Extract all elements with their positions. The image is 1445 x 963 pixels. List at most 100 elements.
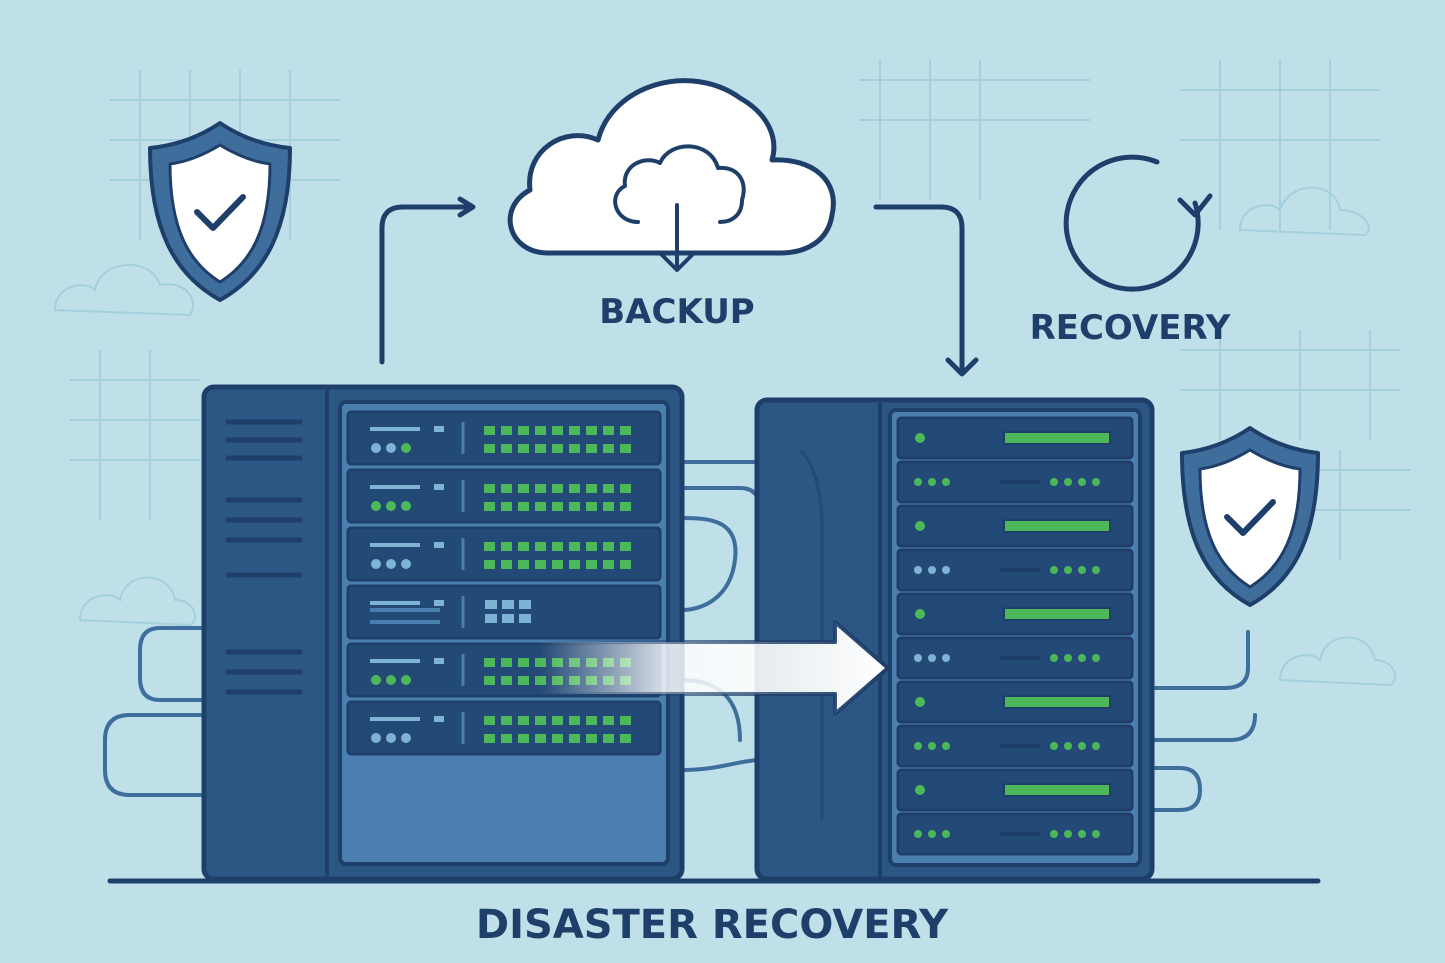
- status-led: [552, 502, 563, 511]
- status-led: [603, 426, 614, 435]
- recovery-server-rack: [754, 397, 1155, 882]
- server-unit: [896, 812, 1134, 856]
- status-led: [401, 733, 411, 743]
- backup-label: BACKUP: [599, 292, 754, 332]
- status-led: [1092, 742, 1100, 750]
- status-led: [586, 542, 597, 551]
- status-led: [484, 502, 495, 511]
- server-unit: [896, 592, 1134, 636]
- status-led: [1078, 478, 1086, 486]
- status-led: [518, 484, 529, 493]
- status-led: [518, 542, 529, 551]
- status-led: [914, 742, 922, 750]
- status-led: [386, 675, 396, 685]
- refresh-icon: [1063, 154, 1213, 292]
- status-led: [1050, 742, 1058, 750]
- status-led: [518, 502, 529, 511]
- status-led: [620, 484, 631, 493]
- status-led: [371, 675, 381, 685]
- status-led: [586, 426, 597, 435]
- status-led: [620, 502, 631, 511]
- status-led: [518, 560, 529, 569]
- status-led: [603, 560, 614, 569]
- status-led: [914, 654, 922, 662]
- status-led: [569, 444, 580, 453]
- status-led: [1078, 654, 1086, 662]
- status-led: [603, 502, 614, 511]
- status-led: [484, 560, 495, 569]
- status-led: [928, 478, 936, 486]
- status-led: [942, 566, 950, 574]
- status-led: [569, 484, 580, 493]
- status-led: [620, 716, 631, 725]
- status-led: [1050, 830, 1058, 838]
- status-led: [386, 443, 396, 453]
- status-led: [586, 502, 597, 511]
- status-led: [915, 521, 925, 531]
- status-led: [1092, 654, 1100, 662]
- status-led: [1092, 478, 1100, 486]
- status-led: [552, 734, 563, 743]
- status-led: [1078, 566, 1086, 574]
- primary-server-rack: [201, 384, 685, 882]
- status-led: [401, 501, 411, 511]
- status-led: [535, 484, 546, 493]
- status-led: [620, 560, 631, 569]
- status-led: [484, 676, 495, 685]
- status-led: [552, 542, 563, 551]
- shield-check-icon: [1180, 426, 1320, 607]
- server-unit: [896, 724, 1134, 768]
- status-led: [552, 484, 563, 493]
- status-led: [586, 444, 597, 453]
- status-led: [501, 560, 512, 569]
- status-led: [586, 560, 597, 569]
- status-led: [620, 426, 631, 435]
- status-led: [1050, 566, 1058, 574]
- status-led: [401, 559, 411, 569]
- status-led: [942, 830, 950, 838]
- status-led: [501, 716, 512, 725]
- backup-flow-arrow: [379, 196, 476, 365]
- status-led: [586, 734, 597, 743]
- status-led: [1064, 654, 1072, 662]
- recovery-flow-arrow: [873, 204, 979, 377]
- status-led: [501, 426, 512, 435]
- server-unit: [896, 460, 1134, 504]
- status-led: [485, 600, 497, 609]
- status-led: [586, 716, 597, 725]
- status-led: [484, 716, 495, 725]
- status-led: [1064, 478, 1072, 486]
- status-led: [928, 566, 936, 574]
- status-bar: [1003, 607, 1111, 621]
- status-led: [501, 542, 512, 551]
- status-led: [552, 560, 563, 569]
- status-led: [535, 542, 546, 551]
- status-led: [603, 734, 614, 743]
- status-led: [569, 502, 580, 511]
- status-led: [501, 502, 512, 511]
- status-led: [518, 734, 529, 743]
- status-led: [501, 658, 512, 667]
- status-led: [928, 654, 936, 662]
- page-title: DISASTER RECOVERY: [476, 902, 949, 948]
- status-led: [620, 444, 631, 453]
- server-unit: [896, 548, 1134, 592]
- status-led: [502, 614, 514, 623]
- status-led: [535, 502, 546, 511]
- status-led: [942, 478, 950, 486]
- status-led: [620, 734, 631, 743]
- server-unit: [346, 468, 662, 524]
- status-led: [915, 609, 925, 619]
- status-led: [484, 426, 495, 435]
- status-led: [1050, 478, 1058, 486]
- status-led: [928, 742, 936, 750]
- status-led: [603, 444, 614, 453]
- status-led: [535, 716, 546, 725]
- status-led: [484, 734, 495, 743]
- status-led: [603, 484, 614, 493]
- status-led: [552, 426, 563, 435]
- status-led: [942, 742, 950, 750]
- background-clouds: [53, 186, 1396, 687]
- cloud-download-icon: [507, 78, 836, 272]
- status-bar: [1003, 519, 1111, 533]
